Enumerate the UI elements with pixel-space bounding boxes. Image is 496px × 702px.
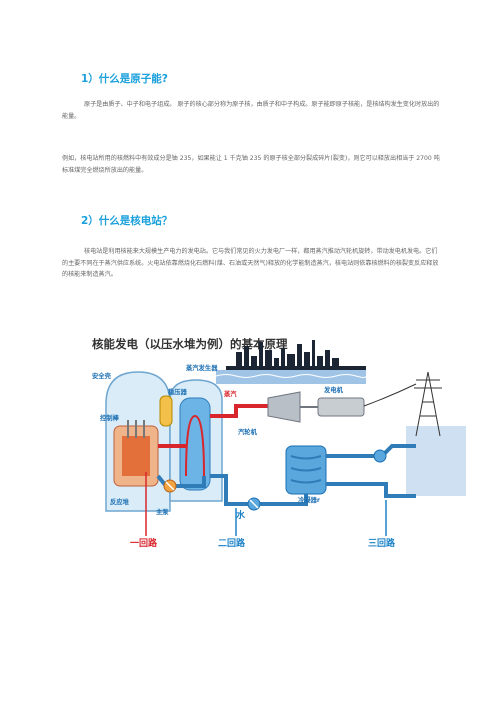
- label-control-rod: 控制棒: [100, 413, 120, 422]
- condenser: [285, 445, 327, 495]
- turbine: [267, 391, 318, 423]
- figure-title: 核能发电（以压水堆为例）的基本原理: [92, 337, 288, 351]
- reactor-vessel: [113, 420, 159, 487]
- label-loop2: 二回路: [218, 537, 246, 549]
- label-pressurizer: 稳压器: [168, 387, 188, 396]
- label-steam-generator: 蒸汽发生器: [186, 363, 218, 372]
- pressurizer: [159, 395, 173, 427]
- section2-paragraph-1: 核电站是利用核能来大规模生产电力的发电站。它与我们常见的火力发电厂一样，都用蒸汽…: [62, 248, 439, 278]
- label-generator: 发电机: [323, 385, 344, 394]
- water-body: [215, 370, 466, 496]
- tertiary-loop: [326, 444, 416, 498]
- section1-heading: 1）什么是原子能?: [81, 73, 168, 85]
- feed-pump: [247, 497, 261, 511]
- city-skyline: [226, 340, 366, 370]
- section1-paragraph-2: 例如，核电站所用的核燃料中有效成分是铀 235，如果能让 1 千克铀 235 的…: [62, 155, 440, 174]
- label-main-pump: 主泵: [156, 507, 169, 516]
- label-loop1: 一回路: [130, 537, 158, 549]
- label-condenser: 冷凝器r: [298, 495, 321, 504]
- main-pump: [163, 479, 177, 493]
- label-water: 水: [236, 509, 246, 521]
- label-steam: 蒸汽: [224, 389, 237, 398]
- section2-heading: 2）什么是核电站？: [81, 215, 173, 227]
- label-loop3: 三回路: [368, 537, 396, 549]
- cooling-pump: [373, 449, 387, 463]
- label-reactor: 反应堆: [110, 497, 130, 506]
- primary-loop: [156, 444, 206, 488]
- label-containment: 安全壳: [92, 371, 112, 380]
- reactor-diagram: 安全壳 稳压器 蒸汽发生器 控制棒 蒸汽 发电机 汽轮机 反应堆 冷凝器r 主泵…: [92, 340, 466, 549]
- label-turbine: 汽轮机: [238, 427, 258, 436]
- generator: [317, 397, 365, 417]
- steam-generator: [179, 397, 211, 491]
- section1-paragraph-1: 原子是由质子、中子和电子组成。 原子的核心部分称为原子核，由质子和中子构成。原子…: [62, 101, 440, 120]
- transmission-tower: [363, 371, 442, 437]
